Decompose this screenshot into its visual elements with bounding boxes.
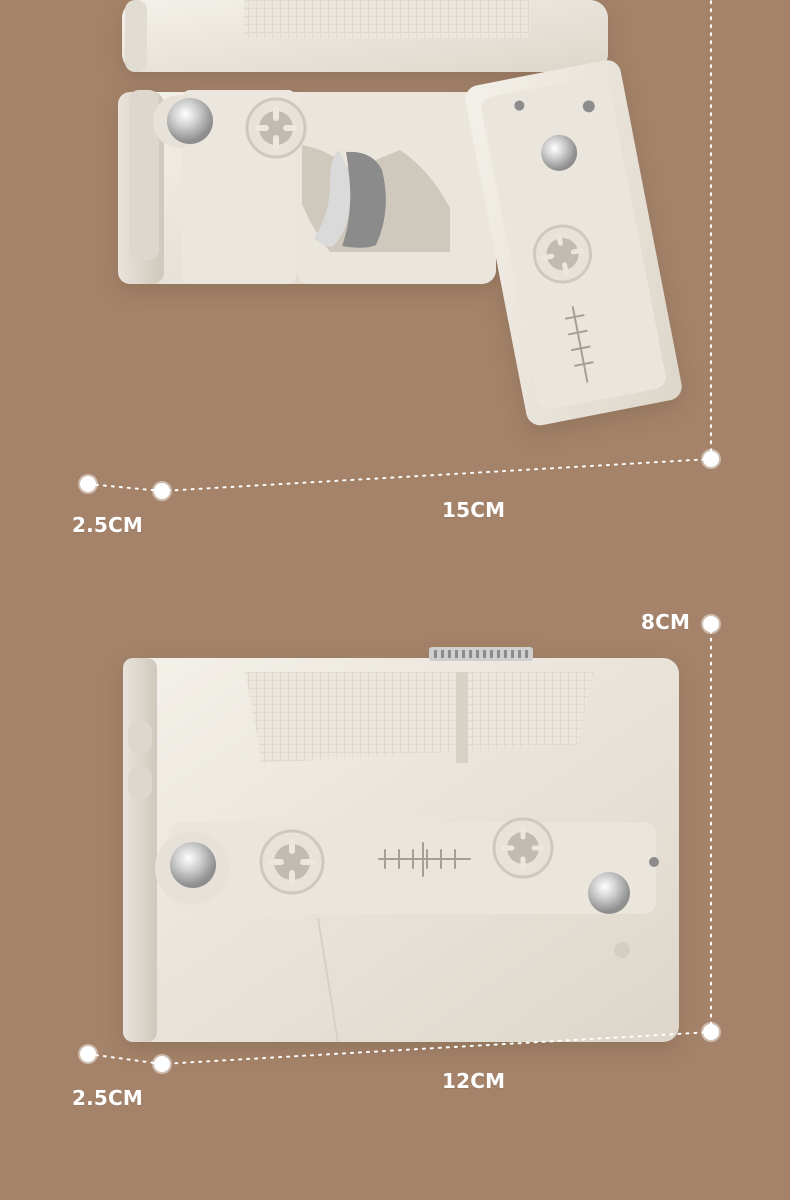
folded-length-label: 12CM: [442, 1069, 506, 1093]
unfolded-view-panel: 2.5CM 15CM: [72, 0, 721, 537]
unfolded-illustration: [78, 0, 721, 501]
folded-view-panel: 2.5CM 12CM 8CM: [0, 600, 790, 1200]
folded-width-label: 2.5CM: [72, 1086, 144, 1110]
unfolded-object: [118, 0, 682, 426]
folded-object: [123, 647, 679, 1043]
unfolded-length-label: 15CM: [442, 498, 506, 522]
folded-measurement-lines: [78, 614, 721, 1074]
folded-illustration: [78, 614, 721, 1074]
folded-height-label: 8CM: [641, 610, 691, 634]
unfolded-measurement-lines: [78, 0, 721, 501]
unfolded-width-label: 2.5CM: [72, 513, 144, 537]
